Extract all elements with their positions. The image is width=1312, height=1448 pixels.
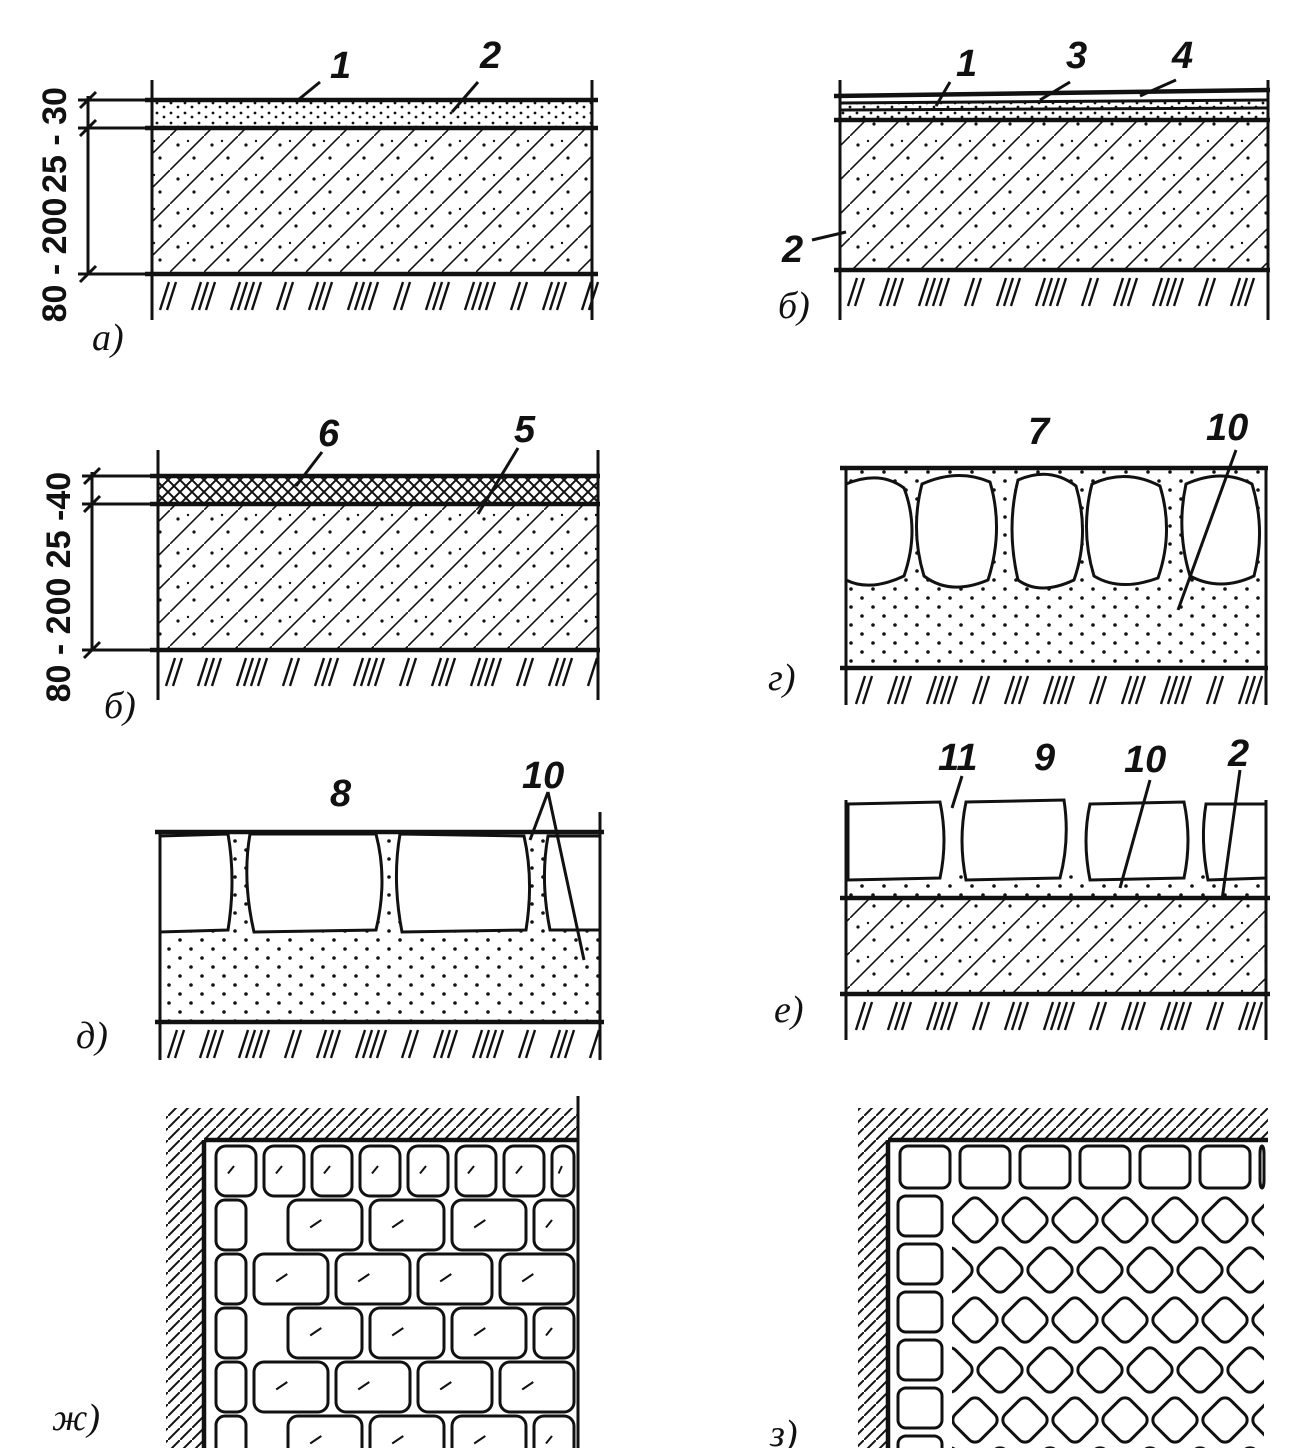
panel-g: 7 10 г) — [768, 407, 1268, 705]
caption-e: е) — [774, 989, 804, 1031]
dimension-base: 80 - 200 — [40, 578, 78, 703]
caption-a: а) — [92, 317, 124, 359]
label-10: 10 — [522, 755, 564, 797]
concrete-base — [840, 120, 1268, 270]
soil-hatch — [158, 281, 600, 311]
caption-z: з) — [769, 1413, 797, 1448]
label-7: 7 — [1028, 411, 1051, 453]
soil-hatch — [854, 1001, 1264, 1031]
label-10: 10 — [1124, 739, 1166, 781]
panel-b1: 1 3 4 2 б) — [778, 35, 1271, 327]
panel-b2: 25 -40 80 - 200 6 5 б) — [40, 409, 600, 727]
cut-stones — [846, 798, 1268, 882]
soil-hatch — [846, 277, 1256, 307]
panel-a: 25 - 30 80 - 200 1 2 а) — [36, 35, 600, 359]
paving-stones-plan — [214, 1144, 576, 1448]
concrete-base — [152, 128, 592, 274]
label-8: 8 — [330, 773, 352, 815]
label-11: 11 — [938, 737, 977, 779]
paving-stones-diagonal — [896, 1144, 1266, 1448]
soil-hatch — [166, 1029, 601, 1059]
caption-b1: б) — [778, 285, 810, 327]
dimension-top: 25 -40 — [40, 472, 78, 568]
label-2: 2 — [479, 35, 501, 77]
label-1: 1 — [956, 43, 977, 85]
concrete-base — [158, 504, 598, 650]
caption-zh: ж) — [52, 1397, 100, 1439]
concrete-base — [846, 898, 1266, 994]
label-10: 10 — [1206, 407, 1248, 449]
caption-g: г) — [768, 657, 795, 699]
caption-b2: б) — [104, 685, 136, 727]
label-2: 2 — [781, 229, 803, 271]
label-3: 3 — [1066, 35, 1087, 77]
dimension-top: 25 - 30 — [36, 87, 74, 193]
panel-d: 8 10 д) — [76, 755, 604, 1060]
soil-hatch — [164, 657, 599, 687]
panel-e: 11 9 10 2 е) — [774, 733, 1270, 1040]
square-stones — [158, 832, 602, 934]
label-1: 1 — [330, 45, 351, 87]
caption-d: д) — [76, 1015, 108, 1057]
panel-zh: ж) — [52, 1096, 580, 1448]
label-5: 5 — [514, 409, 536, 451]
label-2: 2 — [1227, 733, 1249, 775]
cement-layer — [152, 100, 592, 128]
label-9: 9 — [1034, 737, 1055, 779]
soil-hatch — [854, 675, 1264, 705]
label-4: 4 — [1171, 35, 1193, 77]
label-6: 6 — [318, 413, 340, 455]
dimension-base: 80 - 200 — [36, 198, 74, 323]
round-stones — [844, 472, 1261, 590]
panel-z: з) — [769, 1108, 1268, 1448]
asphalt-layer — [158, 476, 598, 504]
